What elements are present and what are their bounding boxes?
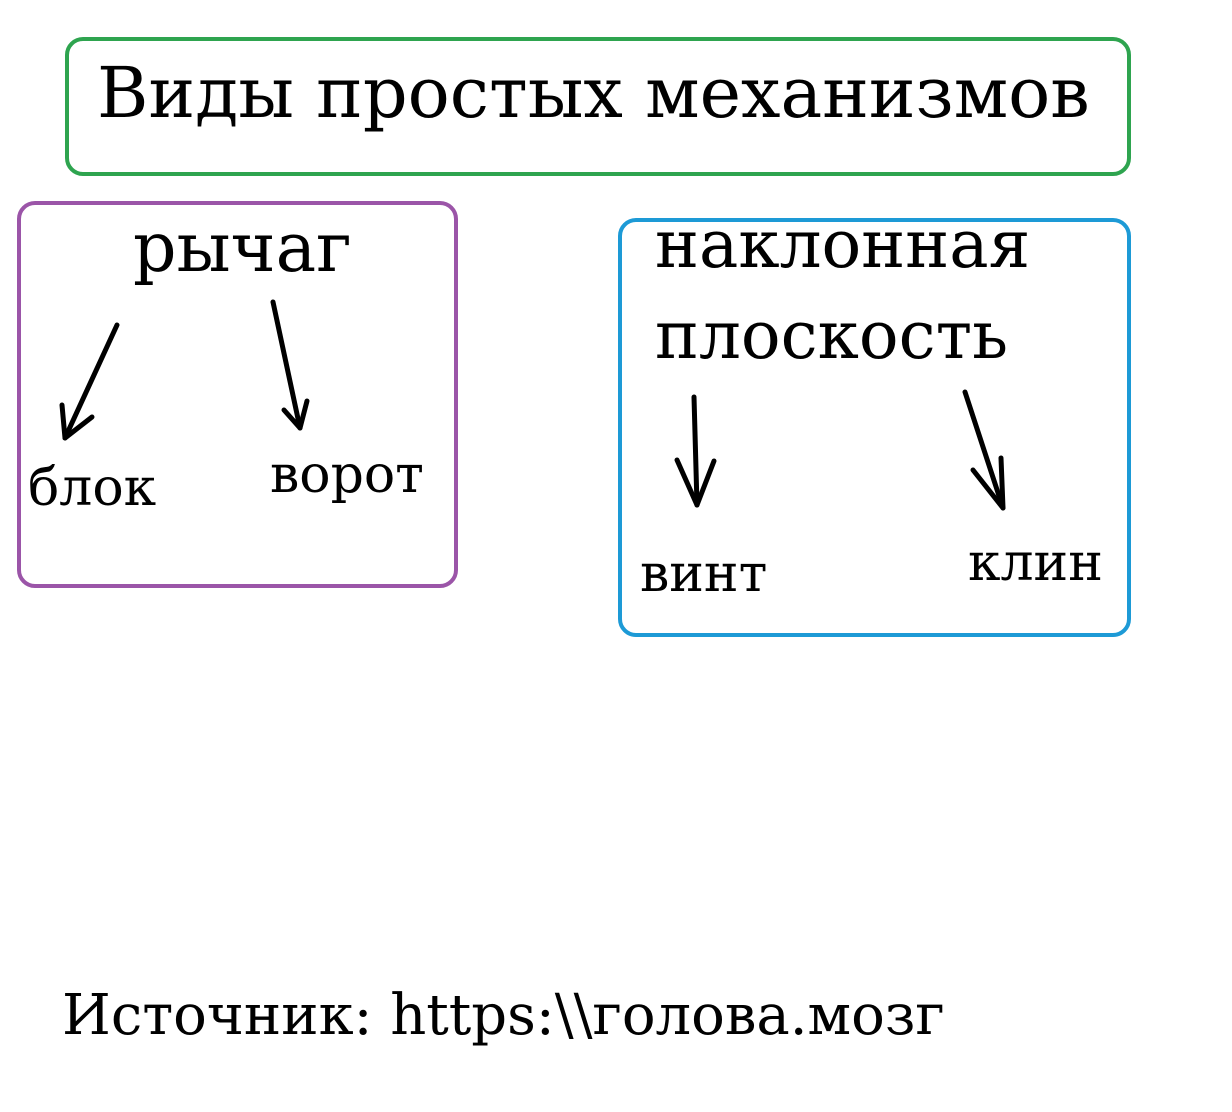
plane-child-klin: клин	[968, 533, 1103, 593]
lever-group-box	[17, 201, 458, 588]
plane-child-vint: винт	[640, 544, 768, 604]
lever-child-vorot: ворот	[270, 445, 424, 505]
diagram-title: Виды простых механизмов	[97, 52, 1090, 134]
inclined-plane-group-box	[618, 218, 1131, 637]
inclined-plane-title-line1: наклонная	[655, 206, 1031, 283]
lever-child-block: блок	[28, 458, 157, 518]
lever-group-title: рычаг	[133, 209, 352, 288]
source-caption: Источник: https:\\голова.мозг	[62, 983, 945, 1048]
inclined-plane-title-line2: плоскость	[655, 297, 1009, 374]
title-box	[65, 37, 1131, 176]
